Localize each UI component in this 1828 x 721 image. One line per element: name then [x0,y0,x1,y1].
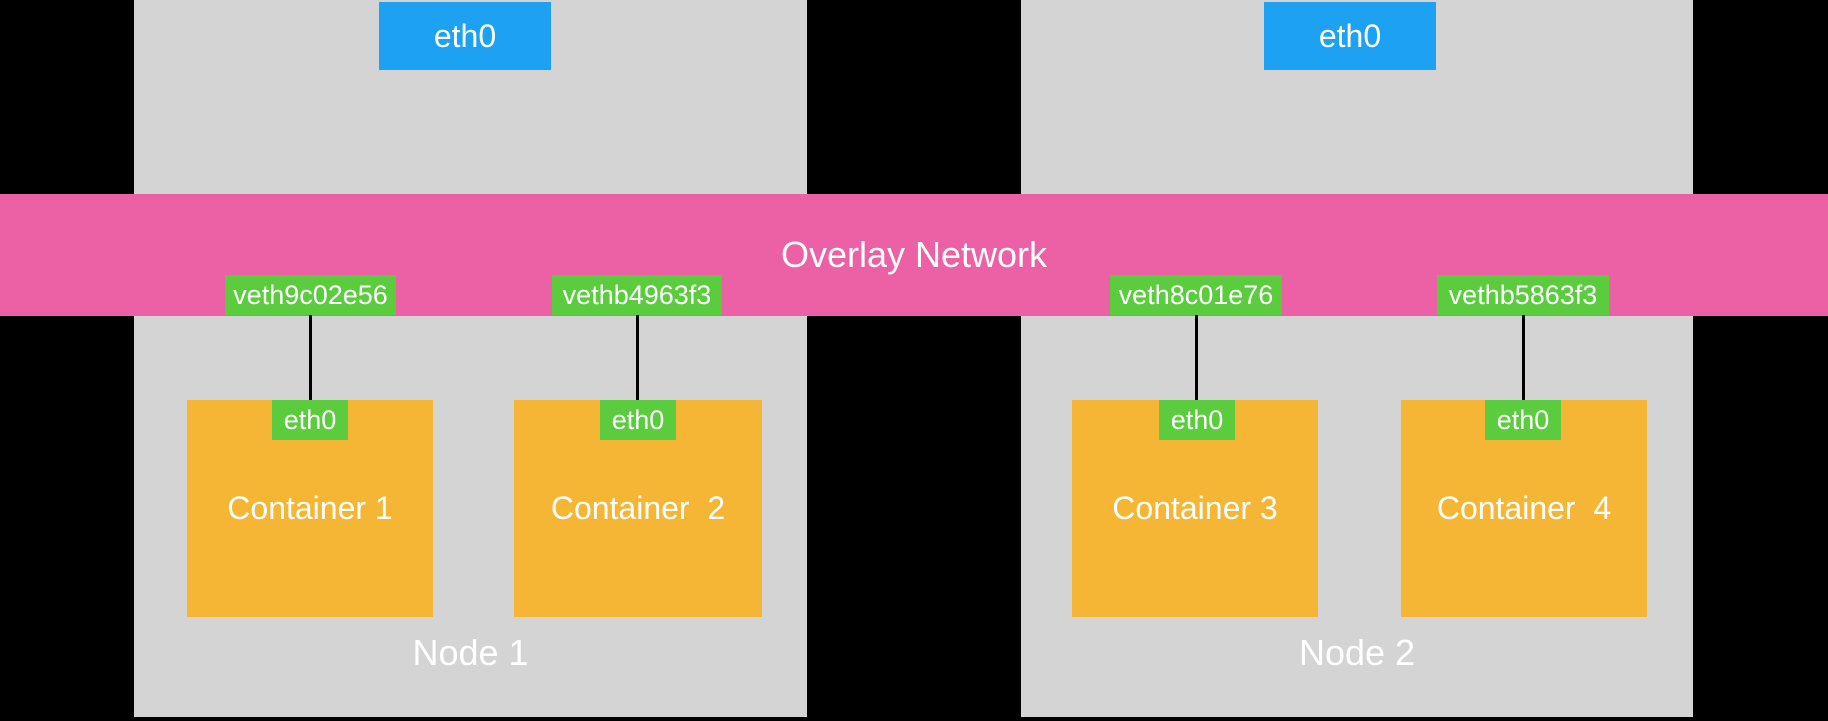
veth-label-container-3: veth8c01e76 [1118,279,1274,310]
container-2-eth0-label: eth0 [611,404,665,435]
container-2-eth0-badge: eth0 [600,400,676,440]
node-2-label-text: Node 2 [1298,632,1416,673]
container-4-name: Container 4 [1436,490,1612,526]
node-1-eth0-label: eth0 [433,17,497,54]
container-3-eth0-label: eth0 [1170,404,1224,435]
veth-badge-container-3: veth8c01e76 [1110,275,1282,315]
veth-badge-container-2: vethb4963f3 [552,275,722,315]
node-2-eth0-badge: eth0 [1264,2,1436,70]
node-1-label: Node 1 [134,632,807,673]
container-4-eth0-label: eth0 [1496,404,1550,435]
veth-badge-container-4: vethb5863f3 [1437,275,1609,315]
veth-badge-container-1: veth9c02e56 [225,275,396,315]
node-1-label-text: Node 1 [412,632,529,673]
connector-line-veth-to-container-4 [1522,315,1525,400]
node-2-eth0-label: eth0 [1318,17,1382,54]
node-2-label: Node 2 [1021,632,1693,673]
container-2-name: Container 2 [550,490,726,526]
connector-line-veth-to-container-3 [1195,315,1198,400]
veth-label-container-2: vethb4963f3 [562,279,712,310]
container-4-eth0-badge: eth0 [1485,400,1561,440]
connector-line-veth-to-container-2 [636,315,639,400]
container-1-name: Container 1 [227,490,393,526]
container-3-eth0-badge: eth0 [1159,400,1235,440]
veth-label-container-4: vethb5863f3 [1448,279,1598,310]
veth-label-container-1: veth9c02e56 [233,279,388,310]
container-3-name: Container 3 [1112,490,1278,526]
container-1-eth0-badge: eth0 [272,400,348,440]
overlay-network-label: Overlay Network [780,234,1048,275]
container-1-eth0-label: eth0 [283,404,337,435]
connector-line-veth-to-container-1 [309,315,312,400]
node-1-eth0-badge: eth0 [379,2,551,70]
